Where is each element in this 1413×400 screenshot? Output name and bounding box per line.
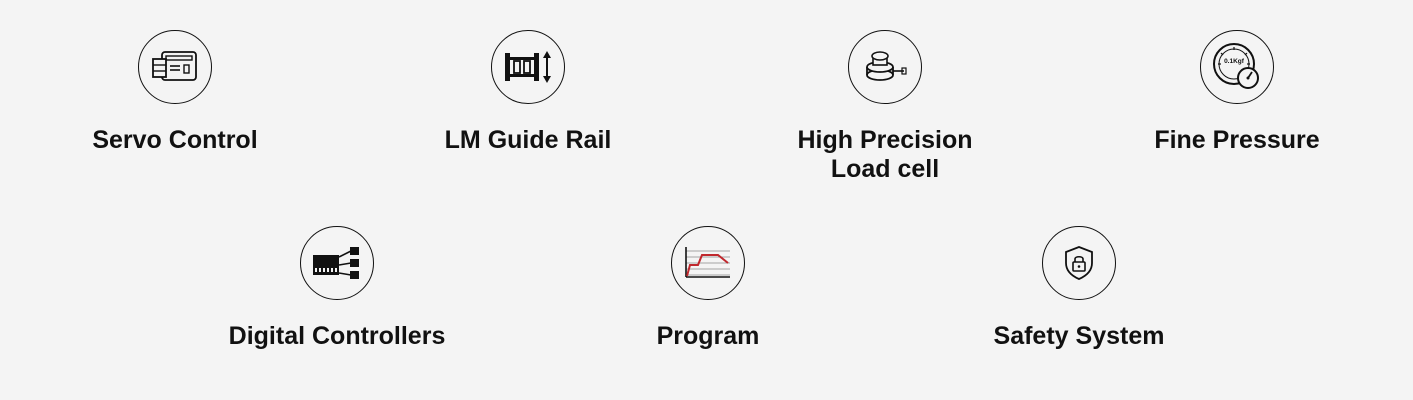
feature-safety-system: Safety System xyxy=(929,226,1229,351)
feature-servo-control: Servo Control xyxy=(25,30,325,155)
lm-guide-rail-icon xyxy=(505,51,551,83)
feature-label: Fine Pressure xyxy=(1154,126,1320,154)
feature-lm-guide-rail: LM Guide Rail xyxy=(378,30,678,155)
load-cell-icon-circle xyxy=(848,30,922,104)
digital-controller-icon-circle xyxy=(300,226,374,300)
feature-label-line: Load cell xyxy=(830,155,940,183)
safety-shield-lock-icon xyxy=(1065,246,1093,280)
feature-label: LM Guide Rail xyxy=(444,126,612,154)
servo-control-icon xyxy=(152,51,197,81)
safety-shield-lock-icon-circle xyxy=(1042,226,1116,300)
load-cell-icon xyxy=(866,51,907,81)
program-graph-icon xyxy=(685,247,730,278)
feature-label: Program xyxy=(656,322,760,350)
feature-label: Servo Control xyxy=(92,126,258,154)
feature-label: Safety System xyxy=(993,322,1165,350)
feature-program: Program xyxy=(558,226,858,351)
program-graph-icon-circle xyxy=(671,226,745,300)
feature-digital-controllers: Digital Controllers xyxy=(187,226,487,351)
feature-label-multiline: High Precision Load cell xyxy=(735,126,1035,184)
pressure-gauge-icon-circle: 0.1Kgf xyxy=(1200,30,1274,104)
feature-label: Digital Controllers xyxy=(228,322,446,350)
feature-fine-pressure: 0.1Kgf Fine Pressure xyxy=(1087,30,1387,155)
digital-controller-icon xyxy=(313,247,359,279)
feature-load-cell: High Precision Load cell xyxy=(735,30,1035,184)
servo-control-icon-circle xyxy=(138,30,212,104)
lm-guide-rail-icon-circle xyxy=(491,30,565,104)
pressure-gauge-icon: 0.1Kgf xyxy=(1213,43,1259,89)
gauge-value-text: 0.1Kgf xyxy=(1224,58,1245,65)
feature-label-line: High Precision xyxy=(797,126,973,154)
